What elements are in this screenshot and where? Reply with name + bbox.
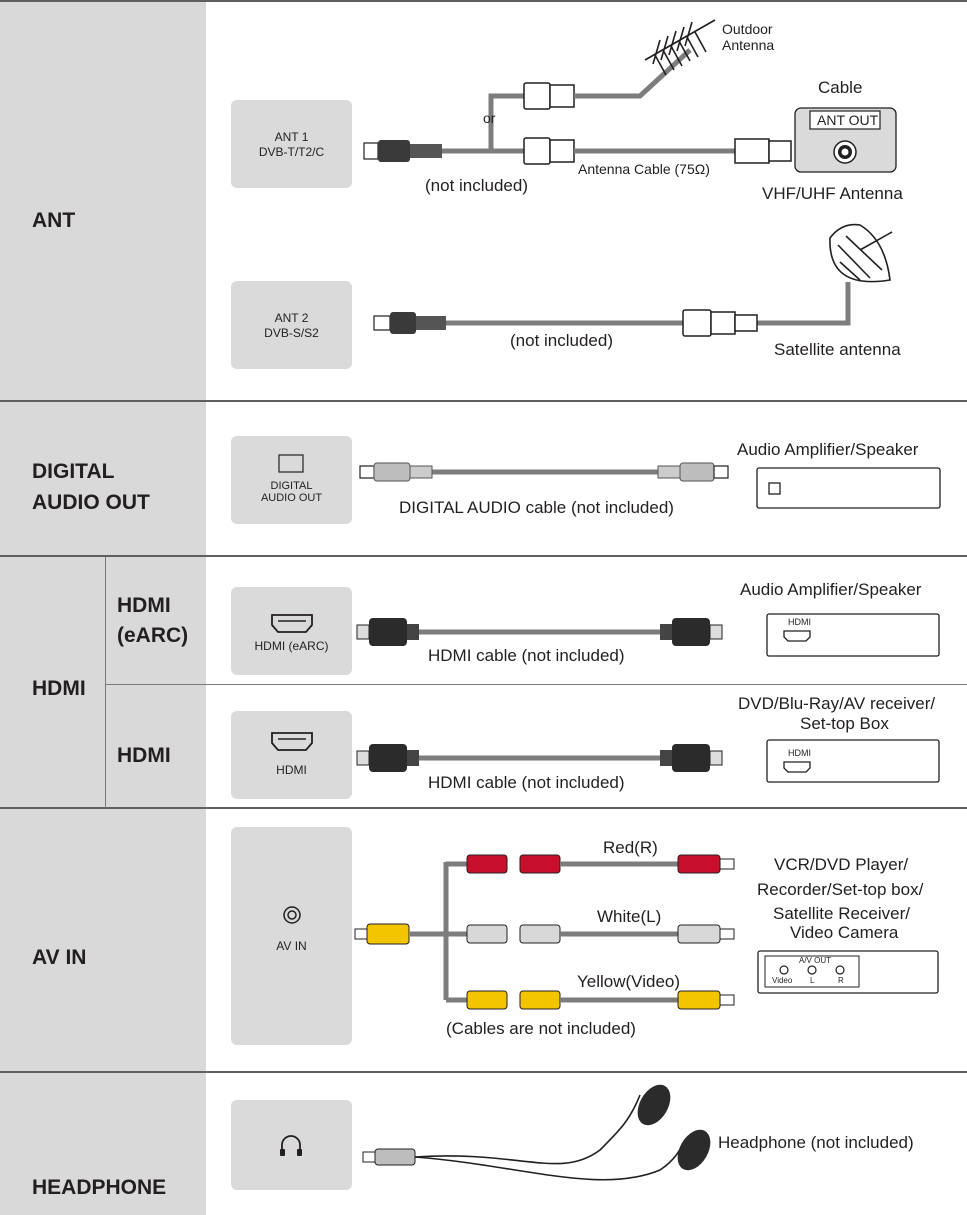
divider-av — [0, 1071, 967, 1073]
port-ant1: ANT 1 DVB-T/T2/C — [231, 100, 352, 188]
hdmi-port-icon — [783, 761, 811, 773]
audio-amp-label-1: Audio Amplifier/Speaker — [737, 440, 919, 459]
or-label: or — [483, 110, 496, 126]
yellow-label: Yellow(Video) — [577, 972, 681, 991]
section-hdmi-sub: HDMI — [117, 744, 171, 767]
port-ant1-label1: ANT 1 — [274, 130, 309, 144]
digital-audio-cable — [359, 462, 729, 482]
device-hdmi-label-1: HDMI — [788, 617, 811, 627]
port-hdmi-earc: HDMI (eARC) — [231, 587, 352, 675]
not-included-label-2: (not included) — [510, 331, 614, 350]
port-hdmi: HDMI — [231, 711, 352, 799]
digital-cable-label: DIGITAL AUDIO cable (not included) — [399, 498, 674, 517]
port-hdmi-earc-label: HDMI (eARC) — [254, 639, 329, 653]
audio-amplifier-device — [766, 613, 940, 657]
divider-hdmi — [0, 807, 967, 809]
cable-box-device — [794, 107, 897, 173]
vcr-label-4: Video Camera — [790, 923, 899, 942]
outdoor-antenna-label1: Outdoor — [722, 21, 773, 37]
antenna-cable-label: Antenna Cable (75Ω) — [578, 161, 710, 177]
av-jack-icon — [283, 906, 301, 924]
dvd-label-2: Set-top Box — [800, 714, 889, 733]
vcr-label-3: Satellite Receiver/ — [773, 904, 911, 923]
hdmi-cable-label-2: HDMI cable (not included) — [428, 773, 625, 792]
headphone-label: Headphone (not included) — [718, 1133, 914, 1152]
headphone-icon — [280, 1135, 302, 1156]
outdoor-antenna-icon — [644, 19, 716, 76]
av-cable — [354, 854, 735, 1010]
hdmi-earc-cable — [356, 618, 723, 646]
device-hdmi-label-2: HDMI — [788, 748, 811, 758]
av-l-label: L — [810, 976, 815, 985]
optical-port-icon — [768, 482, 781, 495]
av-out-panel — [764, 955, 860, 988]
hdmi-cable-label-1: HDMI cable (not included) — [428, 646, 625, 665]
section-hdmi-earc-line2: (eARC) — [117, 624, 189, 647]
port-headphone — [231, 1100, 352, 1190]
headphone-cable — [362, 1084, 711, 1181]
hdmi-port-icon — [783, 630, 811, 642]
hdmi-port-icon — [271, 732, 313, 751]
vcr-label-2: Recorder/Set-top box/ — [757, 880, 924, 899]
optical-port-icon — [278, 454, 304, 473]
outdoor-antenna-label2: Antenna — [722, 37, 775, 53]
cable-label: Cable — [818, 78, 863, 97]
ant2-cable — [373, 282, 851, 337]
hdmi-cable — [356, 744, 723, 772]
not-included-label-1: (not included) — [425, 176, 529, 195]
section-column — [0, 0, 206, 1215]
audio-amplifier-device — [756, 467, 941, 509]
divider-ant — [0, 400, 967, 402]
dvd-label-1: DVD/Blu-Ray/AV receiver/ — [738, 694, 936, 713]
section-hdmi-earc-line1: HDMI — [117, 594, 171, 617]
vcr-device — [757, 950, 939, 994]
port-digital-label2: AUDIO OUT — [260, 492, 323, 504]
port-av-in-label: AV IN — [276, 939, 307, 953]
satellite-label: Satellite antenna — [774, 340, 901, 359]
section-headphone: HEADPHONE — [32, 1176, 167, 1199]
section-digital-line2: AUDIO OUT — [32, 491, 150, 514]
divider-top — [0, 0, 967, 2]
section-digital-line1: DIGITAL — [32, 460, 115, 483]
port-digital-audio-out: DIGITAL AUDIO OUT — [231, 436, 352, 524]
divider-digital — [0, 555, 967, 557]
port-av-in: AV IN — [231, 827, 352, 1045]
hdmi-port-icon — [271, 614, 313, 633]
vhf-uhf-label: VHF/UHF Antenna — [762, 184, 903, 203]
satellite-dish-icon — [829, 223, 893, 283]
red-label: Red(R) — [603, 838, 658, 857]
port-digital-label1: DIGITAL — [270, 480, 313, 492]
port-ant1-label2: DVB-T/T2/C — [258, 145, 325, 159]
white-label: White(L) — [597, 907, 662, 926]
port-ant2: ANT 2 DVB-S/S2 — [231, 281, 352, 369]
divider-hdmi-sub — [106, 684, 967, 685]
av-video-label: Video — [772, 976, 793, 985]
ant-out-label: ANT OUT — [817, 112, 879, 128]
section-av-in: AV IN — [32, 946, 87, 969]
av-out-label: A/V OUT — [799, 956, 832, 965]
ant1-cable — [363, 48, 792, 165]
cables-not-included-label: (Cables are not included) — [446, 1019, 636, 1038]
audio-amp-label-2: Audio Amplifier/Speaker — [740, 580, 922, 599]
port-ant2-label2: DVB-S/S2 — [264, 326, 319, 340]
port-ant2-label1: ANT 2 — [274, 311, 309, 325]
av-r-label: R — [838, 976, 844, 985]
dvd-receiver-device — [766, 739, 940, 783]
divider-hdmi-vertical — [105, 557, 106, 808]
port-hdmi-label: HDMI — [276, 763, 307, 777]
vcr-label-1: VCR/DVD Player/ — [774, 855, 909, 874]
section-hdmi: HDMI — [32, 677, 86, 700]
section-ant: ANT — [32, 209, 76, 232]
